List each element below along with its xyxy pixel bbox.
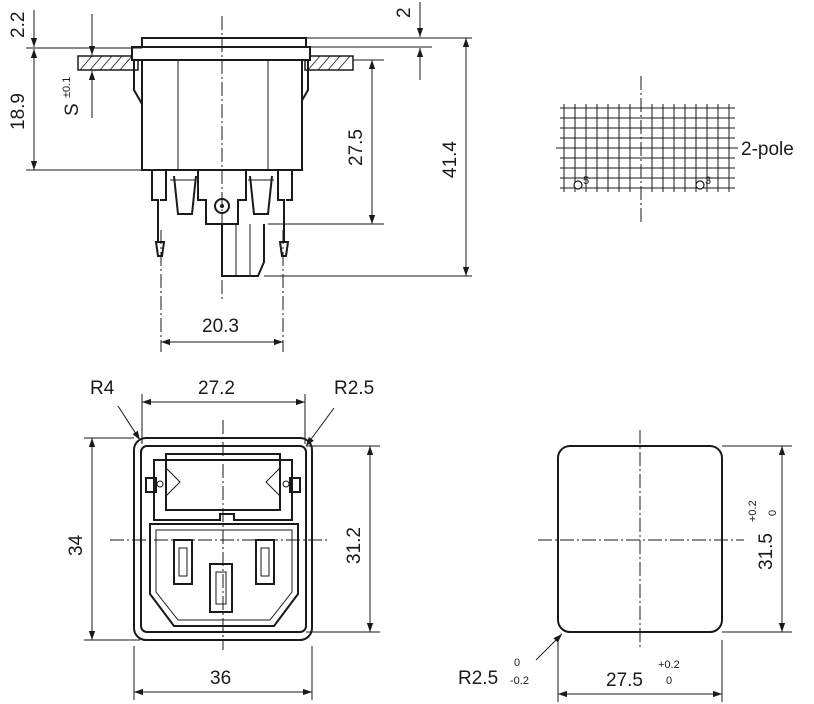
dim-31-5-tol-upper: +0.2: [747, 500, 759, 522]
cutout-radius-tol-lower: -0.2: [510, 675, 529, 687]
dim-2-2-label: 2.2: [8, 12, 29, 38]
dim-s-label: S: [62, 103, 83, 116]
side-view: 2.2 18.9 S ±0.1 2 27.5 41.4 20.3: [8, 2, 472, 352]
panel-plate-left: [77, 55, 139, 71]
panel-cutout: [557, 445, 723, 633]
flange-top: [141, 37, 307, 48]
dim-18-9-label: 18.9: [8, 93, 29, 130]
dim-cutout-27-5-tol-upper: +0.2: [658, 659, 680, 671]
dim-31-5-label: 31.5: [756, 533, 777, 570]
panel-plate-right: [304, 55, 354, 71]
dim-20-3-label: 20.3: [202, 316, 239, 337]
panel-hatch-right: [307, 55, 351, 71]
dim-34-label: 34: [66, 534, 87, 556]
iec-inlet-outer: [149, 523, 299, 627]
radius-r2-5-label: R2.5: [334, 378, 374, 399]
pin-3-label: 3: [705, 175, 711, 187]
dim-cutout-27-5-tol-lower: 0: [666, 675, 672, 687]
front-view: 27.2 R4 R2.5 34 31.2 36: [66, 378, 380, 700]
dim-27-2-label: 27.2: [198, 378, 235, 399]
pole-label: 2-pole: [741, 139, 794, 160]
radius-r4-label: R4: [90, 378, 115, 399]
dim-27-5-label: 27.5: [346, 129, 367, 166]
dim-36-label: 36: [210, 668, 231, 689]
pin-3-marker: [695, 180, 705, 190]
dim-41-4-label: 41.4: [440, 141, 461, 178]
dim-2-label: 2: [394, 7, 415, 18]
pin-5-label: 5: [583, 175, 589, 187]
panel-hatch-left: [79, 55, 133, 71]
panel-cutout-view: 31.5 +0.2 0 27.5 +0.2 0 R2.5 0 -0.2: [458, 430, 792, 702]
cutout-radius-tol-upper: 0: [514, 657, 520, 669]
pin-5-marker: [573, 180, 583, 190]
pin-grid-diagram: 5 3 2-pole: [556, 76, 794, 222]
flange: [131, 46, 311, 61]
iec-inlet-inner: [155, 529, 293, 621]
cutout-radius-label: R2.5: [458, 668, 498, 689]
dim-31-5-tol-lower: 0: [767, 510, 779, 516]
dim-s-tolerance: ±0.1: [61, 77, 73, 98]
dim-cutout-27-5-label: 27.5: [606, 670, 643, 691]
pin-grid: [560, 104, 735, 192]
dim-31-2-label: 31.2: [344, 527, 365, 564]
